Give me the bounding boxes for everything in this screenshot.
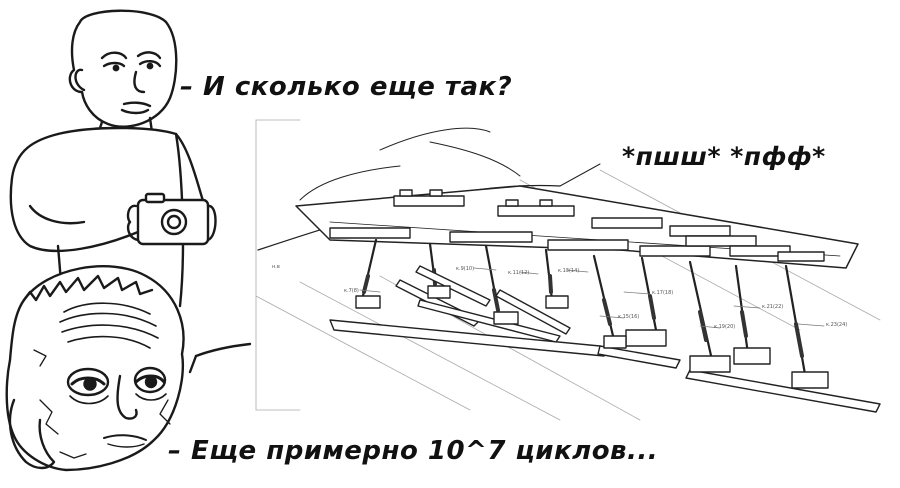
wing-test-rig-drawing — [255, 119, 881, 421]
sound-caption: *пшш* *пфф* — [622, 142, 826, 171]
label-k23: к.23(24) — [826, 322, 847, 328]
withered-wojak — [5, 265, 252, 472]
wojak-photographer — [9, 9, 217, 308]
drawing-labels: к.9(10) к.11(12) к.13(14) к.7(8) к.17(18… — [272, 264, 847, 330]
label-k17: к.17(18) — [652, 290, 673, 296]
label-k21: к.21(22) — [762, 304, 783, 310]
label-k13: к.13(14) — [558, 268, 579, 274]
question-caption: – И сколько еще так? — [180, 72, 513, 102]
label-k9: к.9(10) — [456, 266, 474, 272]
label-nv: н.в — [272, 264, 280, 270]
label-k7: к.7(8) — [344, 288, 359, 294]
label-k15: к.15(16) — [618, 314, 639, 320]
label-k19: к.19(20) — [714, 324, 735, 330]
label-k11: к.11(12) — [508, 270, 529, 276]
answer-caption: – Еще примерно 10^7 циклов... — [168, 436, 659, 466]
